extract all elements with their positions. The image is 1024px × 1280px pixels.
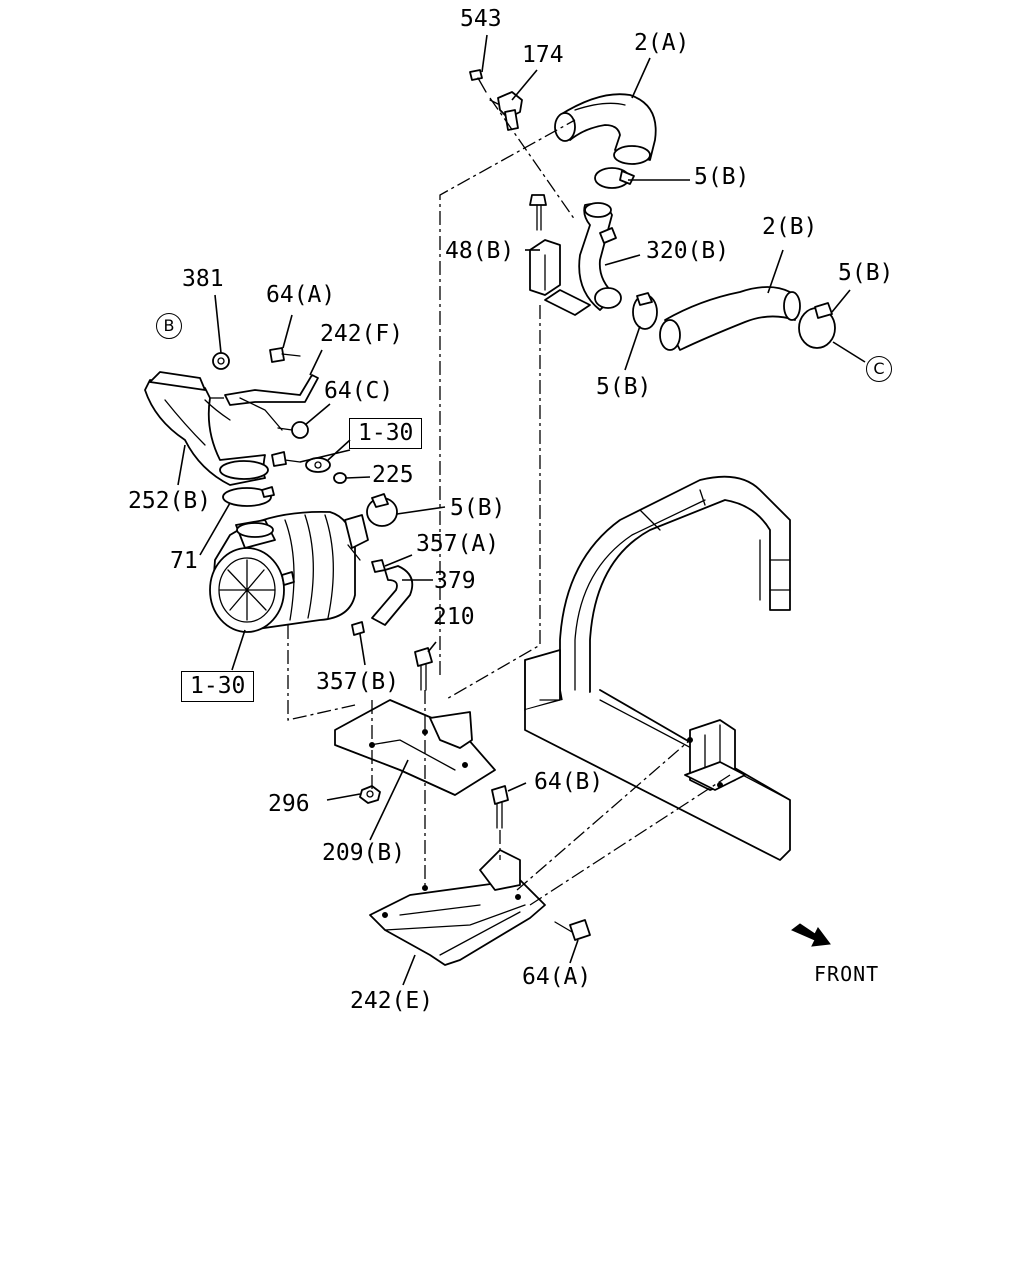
callout-64a-lower: 64(A): [522, 964, 592, 990]
callout-252b: 252(B): [128, 488, 212, 514]
callout-5b-middle: 5(B): [596, 374, 652, 400]
callout-320b: 320(B): [646, 238, 730, 264]
leader-lines: [177, 34, 866, 986]
alignment-lines: [210, 97, 731, 906]
callout-242f: 242(F): [320, 321, 404, 347]
callout-543: 543: [460, 6, 502, 32]
connector-c: C: [866, 356, 892, 382]
connector-b: B: [156, 313, 182, 339]
callout-381: 381: [182, 266, 224, 292]
hose-379: [371, 565, 414, 626]
callout-64b: 64(B): [534, 769, 604, 795]
screw-543: [469, 69, 487, 93]
callout-64a-upper: 64(A): [266, 282, 336, 308]
sensor-174: [489, 91, 523, 131]
clip-357b: [351, 621, 365, 636]
hose-clamp-5b-lower: [366, 493, 398, 527]
bolt-64c: [277, 421, 309, 439]
callout-71: 71: [170, 548, 198, 574]
hose-clamp-5b-right: [798, 302, 836, 349]
callout-174: 174: [522, 42, 564, 68]
callout-2b: 2(B): [762, 214, 818, 240]
callout-296: 296: [268, 791, 310, 817]
callout-242e: 242(E): [350, 988, 434, 1014]
stay-242f: [224, 374, 319, 431]
callout-5b-upper: 5(B): [694, 164, 750, 190]
air-cleaner-assembly: [209, 510, 369, 633]
callout-357a: 357(A): [416, 531, 500, 557]
bolt-64b: [491, 785, 509, 829]
bolt-210: [414, 647, 433, 691]
callout-379: 379: [434, 568, 476, 594]
intake-duct-252b: [144, 371, 269, 486]
nut-296: [359, 785, 381, 804]
callout-357b: 357(B): [316, 669, 400, 695]
bolt-48b: [529, 194, 547, 231]
pipe-bracket: [529, 239, 591, 316]
callout-1-30-upper: 1-30: [349, 418, 423, 449]
bolt-and-gasket-upper: [271, 451, 331, 473]
callout-5b-right: 5(B): [838, 260, 894, 286]
vehicle-frame: [524, 475, 791, 861]
o-ring-225: [333, 472, 347, 484]
callout-48b: 48(B): [445, 238, 515, 264]
callout-2a: 2(A): [634, 30, 690, 56]
intake-hose-2a: [554, 93, 657, 165]
intake-hose-2b: [659, 286, 801, 351]
front-arrow-icon: [791, 923, 831, 947]
bolt-64a-upper: [269, 347, 301, 363]
hose-clamp-5b-middle: [632, 292, 658, 330]
clip-357a: [371, 559, 386, 573]
bracket-209b: [334, 699, 496, 796]
hose-clamp-5b-upper: [594, 167, 635, 189]
callout-225: 225: [372, 462, 414, 488]
callout-209b: 209(B): [322, 840, 406, 866]
intake-pipe-320b: [578, 202, 622, 311]
callout-1-30-lower: 1-30: [181, 671, 255, 702]
bolt-64a-lower: [554, 919, 591, 941]
callout-64c: 64(C): [324, 378, 394, 404]
nut-381: [212, 352, 230, 370]
callout-210: 210: [433, 604, 475, 630]
bracket-242e: [369, 849, 546, 966]
callout-5b-lower: 5(B): [450, 495, 506, 521]
clamp-71: [222, 486, 275, 507]
front-direction-label: FRONT: [814, 962, 880, 986]
